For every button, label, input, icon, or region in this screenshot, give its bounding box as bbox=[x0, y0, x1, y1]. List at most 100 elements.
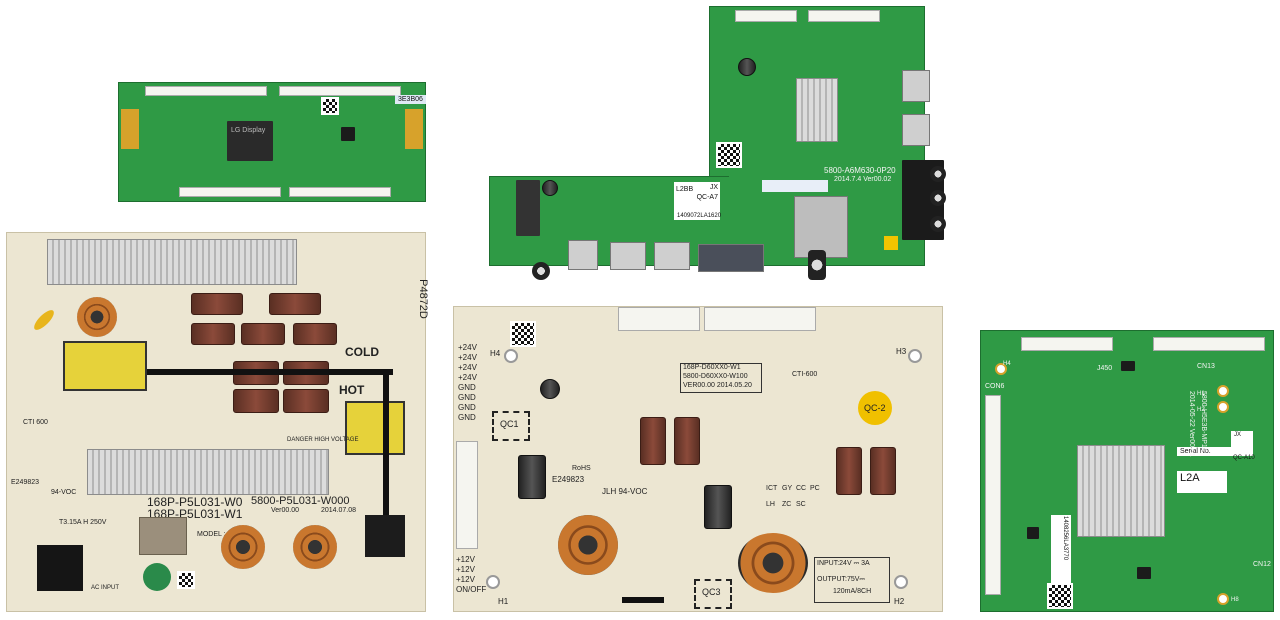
mainboard-connector-left bbox=[516, 180, 540, 236]
mainboard-rca-2 bbox=[930, 190, 946, 206]
led-table-pc: PC bbox=[810, 485, 820, 492]
led-table-sc: SC bbox=[796, 501, 806, 508]
led-rohs: RoHS bbox=[572, 465, 591, 472]
psu-hot-cold-line bbox=[147, 369, 393, 375]
small-board-model: 5800-H5E3B-MP10 bbox=[1200, 391, 1207, 452]
led-bottom-pin-4: ON/OFF bbox=[456, 585, 487, 594]
mainboard-vga-port bbox=[698, 244, 764, 272]
led-table: ICT GY CC PC LH ZC SC bbox=[766, 485, 824, 517]
mainboard-label-jx: JX bbox=[709, 184, 718, 191]
psu-model-1: 168P-P5L031-W0 bbox=[147, 495, 243, 509]
small-board-con: CON6 bbox=[985, 383, 1005, 390]
led-cap-470-1 bbox=[518, 455, 546, 499]
small-board-h1: H1 bbox=[1197, 391, 1205, 397]
psu-cold-label: COLD bbox=[345, 345, 379, 359]
small-board-hole-1 bbox=[995, 363, 1007, 375]
led-qc2-sticker: QC-2 bbox=[858, 391, 892, 425]
led-driver-board: +24V +24V +24V +24V GND GND GND GND H4 H… bbox=[453, 306, 943, 612]
psu-heatsink-middle bbox=[87, 449, 329, 495]
psu-cap-4 bbox=[241, 323, 285, 345]
tcon-connector-bottom-left bbox=[179, 187, 281, 197]
mainboard-connector-top-2 bbox=[808, 10, 880, 22]
mainboard-cap-left bbox=[542, 180, 558, 196]
small-board-heatsink bbox=[1077, 445, 1165, 537]
small-board-qr-code bbox=[1047, 583, 1073, 609]
small-board-qc: QC-A10 bbox=[1233, 455, 1255, 461]
small-board-date: 2014-05-22 Ver00.01 bbox=[1188, 391, 1195, 457]
led-table-lh: LH bbox=[766, 501, 775, 508]
small-board-serial-box: 1408256LA3770 bbox=[1051, 515, 1071, 587]
led-table-ict: ICT bbox=[766, 485, 778, 492]
led-pin-3: +24V bbox=[458, 363, 477, 372]
led-model-1: 168P-D60XX0-W1 bbox=[683, 364, 741, 371]
led-hole-br bbox=[894, 575, 908, 589]
psu-hot-cold-line-vertical bbox=[383, 369, 389, 519]
psu-ul-label: 94-VOC bbox=[51, 489, 77, 496]
small-board-h4: H4 bbox=[1003, 361, 1011, 367]
psu-danger-label: DANGER HIGH VOLTAGE bbox=[287, 437, 359, 443]
tcon-connector-top-left bbox=[145, 86, 267, 96]
mainboard-serial: 1409072LA1620 bbox=[677, 213, 722, 219]
led-pin-6: GND bbox=[458, 393, 476, 402]
mainboard-f-connector bbox=[808, 250, 826, 280]
psu-filter-block bbox=[139, 517, 187, 555]
tcon-sticker-text: 3E3B06 bbox=[398, 96, 423, 103]
psu-heatsink-top bbox=[47, 239, 297, 285]
small-board-cn13: CN13 bbox=[1197, 363, 1215, 370]
mainboard-label-l2b: L2BB bbox=[676, 186, 694, 193]
led-qc3: QC3 bbox=[702, 587, 721, 597]
led-h3: H3 bbox=[896, 347, 907, 356]
led-pin-8: GND bbox=[458, 413, 476, 422]
tcon-connector-top-right bbox=[279, 86, 401, 96]
psu-ac-input-label: AC INPUT bbox=[91, 585, 120, 591]
psu-cap-1 bbox=[191, 293, 243, 315]
mainboard-hdmi-bottom-2 bbox=[654, 242, 690, 270]
psu-cti-label: CTI 600 bbox=[23, 419, 48, 426]
led-bottom-pin-3: +12V bbox=[456, 575, 475, 584]
small-board-l2a: L2A bbox=[1180, 472, 1200, 484]
led-pin-2: +24V bbox=[458, 353, 477, 362]
tcon-main-chip: LG Display bbox=[227, 121, 273, 161]
psu-cap-3 bbox=[191, 323, 235, 345]
led-qc3-box: QC3 bbox=[694, 579, 732, 609]
small-board-h8: H8 bbox=[1231, 597, 1239, 603]
psu-cap-8 bbox=[233, 389, 279, 413]
mainboard-heatsink bbox=[796, 78, 838, 142]
mainboard-small-sticker bbox=[762, 180, 828, 192]
led-pin-5: GND bbox=[458, 383, 476, 392]
small-board-connector-top-2 bbox=[1153, 337, 1265, 351]
small-board-j450: J450 bbox=[1097, 365, 1113, 372]
mainboard-usb-bottom bbox=[568, 240, 598, 270]
psu-model-3: 5800-P5L031-W000 bbox=[251, 495, 350, 507]
led-bottom-pin-1: +12V bbox=[456, 555, 475, 564]
small-board-serial-label: Serial No. bbox=[1180, 448, 1211, 455]
led-coil-2 bbox=[738, 533, 808, 593]
mainboard-rca-1 bbox=[930, 166, 946, 182]
led-table-zc: ZC bbox=[782, 501, 792, 508]
psu-part-no: P4872D bbox=[416, 279, 429, 319]
small-board-cn12: CN12 bbox=[1253, 561, 1271, 568]
led-cap-2 bbox=[674, 417, 700, 465]
led-cap-small bbox=[540, 379, 560, 399]
led-connector-top-2 bbox=[704, 307, 816, 331]
tcon-chip-small bbox=[341, 127, 355, 141]
mainboard-label-qc: QC-A7 bbox=[696, 194, 718, 201]
mainboard-qr-code bbox=[716, 142, 742, 168]
led-pin-7: GND bbox=[458, 403, 476, 412]
led-h2: H2 bbox=[894, 597, 905, 606]
small-board-hole-4 bbox=[1217, 593, 1229, 605]
led-hole-tr bbox=[908, 349, 922, 363]
led-io-box: INPUT:24V ⎓ 3A OUTPUT:75V⎓ 120mA/8CH bbox=[814, 557, 890, 603]
small-board-hole-2 bbox=[1217, 385, 1229, 397]
psu-e-number: E249823 bbox=[11, 479, 40, 486]
psu-transformer-left bbox=[63, 341, 147, 391]
psu-qr-code bbox=[177, 571, 195, 589]
small-board-h2: H2 bbox=[1197, 407, 1205, 413]
led-qc1: QC1 bbox=[500, 419, 519, 429]
small-board-chip-3 bbox=[1137, 567, 1151, 579]
led-bottom-pin-2: +12V bbox=[456, 565, 475, 574]
mainboard-serial-sticker: 1409072LA1620 bbox=[674, 208, 722, 220]
led-cap-470-2 bbox=[704, 485, 732, 529]
mainboard-tuner bbox=[794, 196, 848, 258]
mainboard-rca-bottom bbox=[532, 262, 550, 280]
